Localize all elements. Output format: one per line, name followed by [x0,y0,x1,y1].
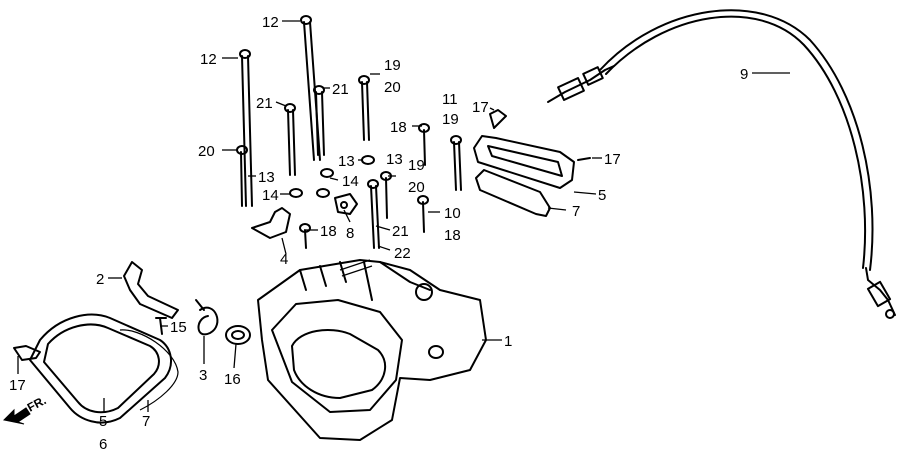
callout-10: 10 [444,205,461,222]
callout-17: 17 [604,151,621,168]
callout-19: 19 [442,111,459,128]
callout-18: 18 [444,227,461,244]
callout-1: 1 [504,333,512,350]
callout-12: 12 [262,14,279,31]
callout-4: 4 [280,251,288,268]
callout-labels: 12 12 21 21 19 20 20 13 14 13 13 14 8 4 … [9,14,748,453]
brackets [251,193,358,239]
callout-13: 13 [338,153,355,170]
left-cover [13,313,179,424]
callout-21: 21 [392,223,409,240]
callout-21: 21 [256,95,273,112]
callout-17: 17 [9,377,26,394]
throttle-cable [547,9,896,319]
callout-16: 16 [224,371,241,388]
callout-19: 19 [384,57,401,74]
callout-17: 17 [472,99,489,116]
callout-13: 13 [258,169,275,186]
right-cover [473,109,591,217]
callout-12: 12 [200,51,217,68]
callout-20: 20 [408,179,425,196]
callout-14: 14 [342,173,359,190]
callout-20: 20 [198,143,215,160]
callout-9: 9 [740,66,748,83]
washers [289,155,375,198]
callout-2: 2 [96,271,104,288]
callout-7: 7 [142,413,150,430]
callout-20: 20 [384,79,401,96]
leader-lines [17,20,790,412]
callout-18: 18 [390,119,407,136]
main-housing [257,259,487,441]
callout-19: 19 [408,157,425,174]
callout-22: 22 [394,245,411,262]
callout-7: 7 [572,203,580,220]
callout-3: 3 [199,367,207,384]
callout-15: 15 [170,319,187,336]
lever [123,261,179,319]
callout-18: 18 [320,223,337,240]
callout-8: 8 [346,225,354,242]
callout-21: 21 [332,81,349,98]
front-arrow: FR. [2,393,48,425]
callout-11: 11 [442,91,458,108]
callout-5: 5 [99,413,107,430]
callout-13: 13 [386,151,403,168]
long-bolts [236,15,462,249]
callout-14: 14 [262,187,279,204]
callout-6: 6 [99,436,107,453]
callout-5: 5 [598,187,606,204]
